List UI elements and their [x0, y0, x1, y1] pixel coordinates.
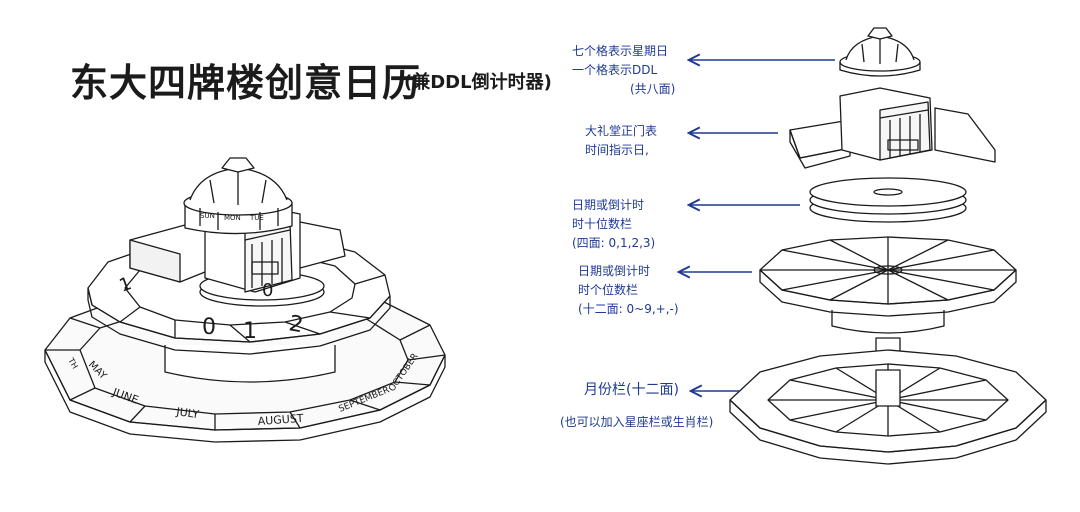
digit-label: 2: [287, 311, 305, 338]
month-label: AUGUST: [257, 412, 304, 428]
exploded-view: [729, 27, 1047, 465]
annotation-line: 日期或倒计时: [578, 264, 651, 278]
month-label: JULY: [175, 405, 201, 421]
annotation-tens: 日期或倒计时 时十位数栏 (四面: 0,1,2,3): [572, 196, 655, 253]
weekday-label: SUN: [200, 212, 215, 220]
annotation-line: (四面: 0,1,2,3): [572, 236, 656, 250]
exploded-month-ring: [729, 349, 1047, 465]
annotation-ones: 日期或倒计时 时个位数栏 (十二面: 0~9,+,-): [578, 262, 679, 319]
annotation-line: (十二面: 0~9,+,-): [578, 302, 679, 316]
exploded-hall: [789, 87, 996, 169]
exploded-dome: [839, 27, 921, 77]
annotation-line: 一个格表示DDL: [572, 63, 658, 77]
assembled-calendar: [44, 157, 446, 443]
annotation-month-note: (也可以加入星座栏或生肖栏): [560, 413, 713, 432]
annotation-line: 时间指示日,: [585, 143, 649, 157]
annotation-line: 七个格表示星期日: [572, 44, 669, 58]
annotation-line: 日期或倒计时: [572, 198, 645, 212]
annotation-line: (共八面): [630, 82, 676, 96]
digit-label: 1: [243, 319, 257, 344]
annotation-month: 月份栏(十二面): [584, 381, 679, 400]
exploded-tens-disc: [809, 177, 967, 223]
annotation-line: 月份栏(十二面): [584, 382, 679, 398]
digit-label: 0: [202, 315, 216, 340]
weekday-label: TUE: [249, 214, 264, 222]
exploded-ones-ring: [759, 236, 1017, 334]
digit-label: 0: [262, 280, 273, 301]
annotation-arrows: [680, 60, 835, 391]
annotation-line: 时十位数栏: [572, 217, 633, 231]
annotation-line: 大礼堂正门表: [585, 124, 658, 138]
annotation-line: (也可以加入星座栏或生肖栏): [560, 415, 714, 429]
diagram-title: 东大四牌楼创意日历: [70, 61, 422, 105]
weekday-label: MON: [224, 214, 241, 222]
dome-top: [183, 157, 293, 235]
annotation-dome: 七个格表示星期日 一个格表示DDL (共八面): [572, 42, 675, 99]
annotation-hall: 大礼堂正门表 时间指示日,: [585, 122, 657, 160]
diagram-subtitle: (兼DDL倒计时器): [404, 72, 552, 93]
annotation-line: 时个位数栏: [578, 283, 639, 297]
